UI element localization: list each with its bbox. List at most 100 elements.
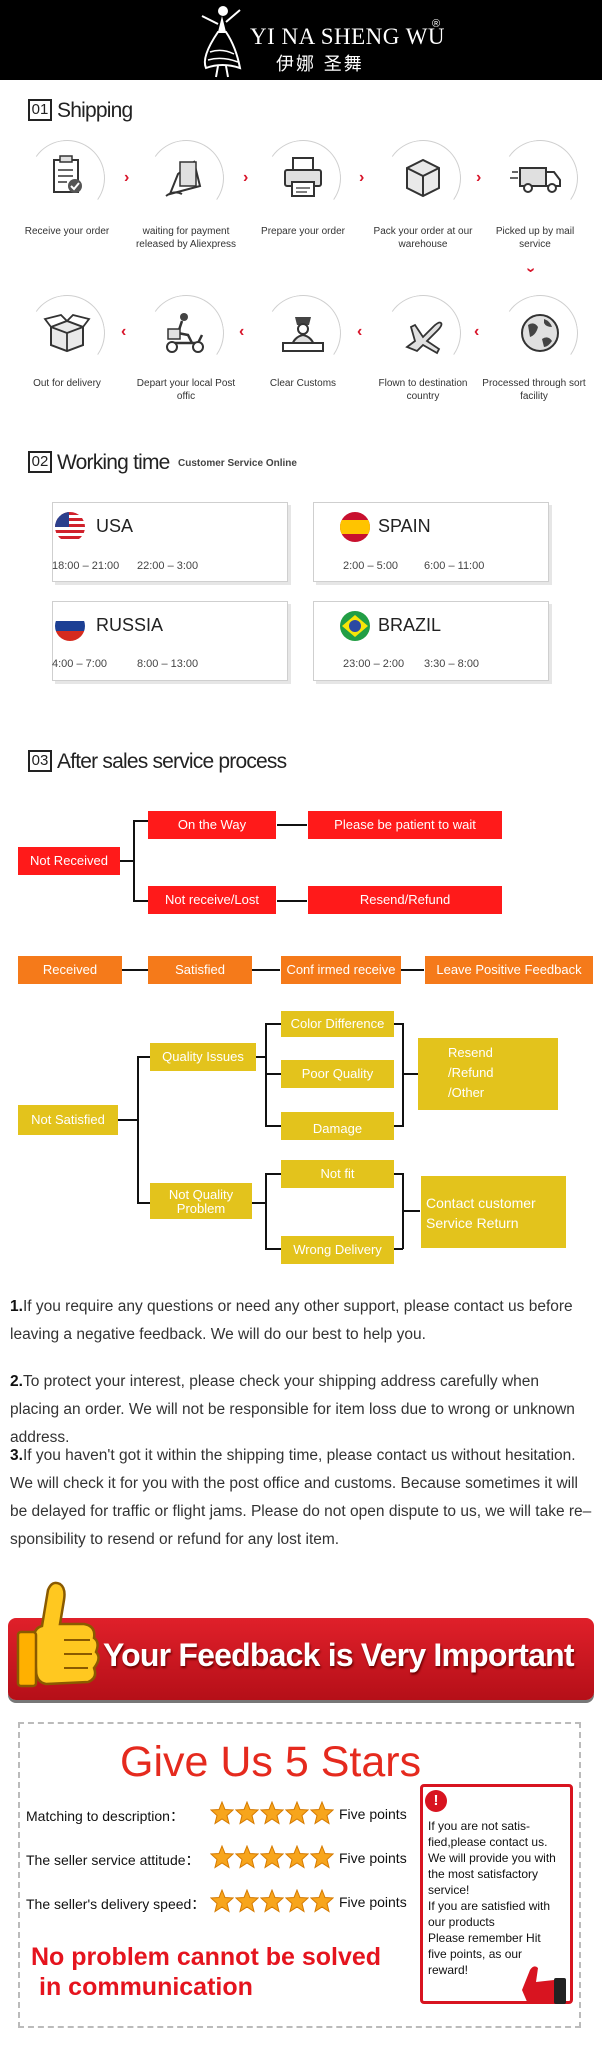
callout-line: five points, as our: [428, 1947, 523, 1961]
country-name: USA: [96, 516, 134, 536]
star-icon[interactable]: [210, 1889, 234, 1913]
callout-line: our products: [428, 1915, 495, 1929]
step-label: Out for delivery: [33, 378, 101, 389]
outcome-line: /Refund: [448, 1065, 494, 1080]
airplane-icon: [405, 321, 443, 355]
arrow-line: [402, 1210, 420, 1212]
chevron-left-icon: ‹: [239, 323, 245, 340]
star-icon[interactable]: [310, 1889, 334, 1913]
connector-line: [119, 860, 134, 862]
chevron-left-icon: ‹: [357, 323, 363, 340]
connector-line: [265, 1023, 267, 1127]
note-number: 1.: [10, 1298, 23, 1315]
not-satisfied-box: Not Satisfied: [18, 1105, 118, 1135]
brand-header: [0, 0, 602, 80]
hours-range: 6:00 – 11:00: [424, 560, 485, 572]
section-title-working-time: Working time: [57, 451, 170, 474]
not-quality-problem-box: Not Quality Problem: [150, 1183, 252, 1219]
step-label: Processed through sort facility: [482, 378, 586, 402]
connector-line: [394, 1173, 403, 1175]
country-name: RUSSIA: [96, 615, 164, 635]
arrow-line: [277, 900, 307, 902]
thumbs-up-icon: [16, 1581, 100, 1688]
star-icon[interactable]: [235, 1801, 259, 1825]
rating-label: Matching to description：: [26, 1808, 184, 1824]
box-line: Problem: [176, 1201, 226, 1216]
note-text: If you require any questions or need any…: [10, 1298, 573, 1343]
star-icon[interactable]: [310, 1845, 334, 1869]
not-fit-box: Not fit: [281, 1160, 394, 1188]
brand-name-chinese: 伊娜 圣舞: [276, 54, 364, 75]
country-name: BRAZIL: [378, 615, 442, 635]
callout-line: If you are not satis-: [428, 1819, 531, 1833]
star-icon[interactable]: [210, 1845, 234, 1869]
damage-box: Damage: [281, 1112, 394, 1140]
arrow-line: [402, 1073, 418, 1075]
rating-points: Five points: [339, 1850, 407, 1866]
outcome-line: Resend: [448, 1045, 493, 1060]
step-label: Depart your local Post offic: [136, 378, 236, 402]
section-number-working-time: 02: [28, 451, 52, 473]
slogan-line: in communication: [39, 1973, 253, 2001]
star-icon[interactable]: [285, 1889, 309, 1913]
rating-points: Five points: [339, 1894, 407, 1910]
star-icon[interactable]: [285, 1845, 309, 1869]
callout-line: If you are satisfied with: [428, 1899, 551, 1913]
customs-officer-icon: [282, 317, 324, 352]
arrow-line: [122, 969, 148, 971]
star-icon[interactable]: [260, 1889, 284, 1913]
connector-line: [265, 1125, 281, 1127]
outcome-line: /Other: [448, 1085, 485, 1100]
resend-refund-other-box: Resend /Refund /Other: [418, 1038, 558, 1110]
section-title-after-sales: After sales service process: [57, 750, 287, 773]
callout-text: If you are not satis- fied,please contac…: [428, 1818, 576, 1978]
star-icon[interactable]: [285, 1801, 309, 1825]
country-name: SPAIN: [378, 516, 431, 536]
hand-clicking-icon: [522, 1966, 566, 2004]
not-receive-lost-box: Not receive/Lost: [148, 886, 276, 914]
delivery-scooter-icon: [166, 313, 204, 353]
package-box-icon: [406, 158, 440, 198]
spain-flag-icon: [340, 512, 370, 542]
usa-flag-icon: [55, 512, 85, 542]
outcome-line: Service Return: [426, 1215, 519, 1231]
chevron-down-icon: ›: [522, 267, 540, 273]
country-card-usa: [52, 502, 288, 582]
connector-line: [402, 1023, 404, 1127]
hours-range: 2:00 – 5:00: [343, 560, 399, 572]
note-3: 3.If you haven't got it within the shipp…: [10, 1442, 592, 1554]
star-icon[interactable]: [260, 1845, 284, 1869]
feedback-banner-title: Your Feedback is Very Important: [103, 1637, 575, 1673]
outcome-line: Contact customer: [426, 1195, 536, 1211]
open-box-icon: [43, 314, 91, 353]
star-icon[interactable]: [310, 1801, 334, 1825]
connector-line: [133, 820, 150, 822]
star-icon[interactable]: [210, 1801, 234, 1825]
step-label: waiting for payment released by Aliexpre…: [135, 226, 237, 250]
box-line: Not Quality: [168, 1187, 234, 1202]
hours-range: 8:00 – 13:00: [137, 658, 199, 670]
section-subtitle-working-time: Customer Service Online: [178, 458, 297, 469]
connector-line: [118, 1119, 138, 1121]
confirmed-receive-box: Conf irmed receive: [281, 956, 401, 984]
printer-icon: [284, 157, 322, 197]
star-icon[interactable]: [235, 1845, 259, 1869]
on-the-way-box: On the Way: [148, 811, 276, 839]
star-icon[interactable]: [235, 1889, 259, 1913]
resend-refund-box: Resend/Refund: [308, 886, 502, 914]
star-icon[interactable]: [260, 1801, 284, 1825]
satisfied-box: Satisfied: [148, 956, 252, 984]
callout-line: the most satisfactory: [428, 1867, 539, 1881]
connector-line: [394, 1023, 403, 1025]
brazil-flag-icon: [340, 611, 370, 641]
arrow-line: [400, 969, 424, 971]
callout-line: We will provide you with: [428, 1851, 556, 1865]
rating-label: The seller service attitude：: [26, 1852, 200, 1868]
section-number-shipping: 01: [28, 99, 52, 121]
connector-line: [252, 1202, 266, 1204]
slogan-line: No problem cannot be solved: [31, 1943, 382, 1971]
step-label: Receive your order: [24, 226, 110, 237]
note-1: 1.If you require any questions or need a…: [10, 1293, 592, 1349]
quality-issues-box: Quality Issues: [150, 1043, 256, 1071]
exclamation-icon: !: [425, 1790, 447, 1812]
